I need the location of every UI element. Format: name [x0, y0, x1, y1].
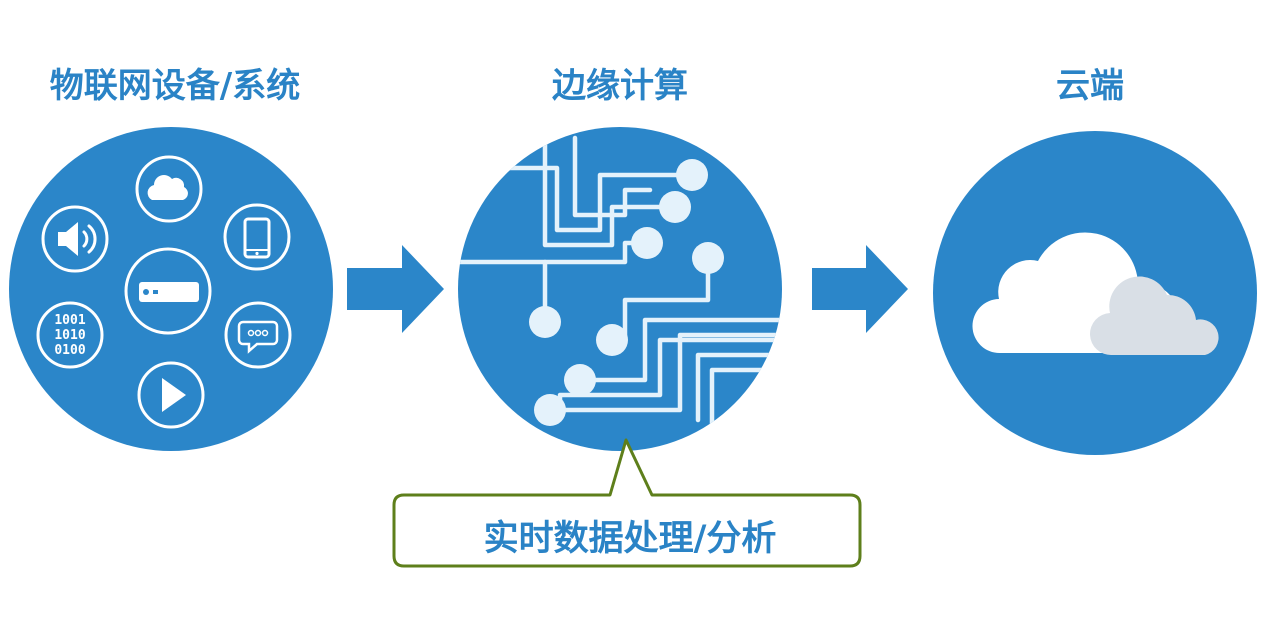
edge-circle	[458, 127, 782, 451]
binary-line-1: 1001	[54, 313, 85, 328]
play-icon	[137, 361, 205, 429]
callout-label: 实时数据处理/分析	[483, 519, 777, 559]
iot-devices-group: 1001 1010 0100	[9, 127, 333, 451]
cloud-platform-group	[933, 131, 1257, 455]
chat-bubble-icon	[224, 301, 292, 369]
arrow-right-icon	[812, 245, 908, 333]
callout-box	[392, 438, 862, 568]
router-icon	[124, 247, 212, 335]
cloud-title: 云端	[1056, 66, 1124, 106]
iot-title: 物联网设备/系统	[49, 66, 301, 106]
binary-icon: 1001 1010 0100	[36, 301, 104, 369]
binary-line-3: 0100	[54, 343, 85, 358]
edge-computing-title: 边缘计算	[552, 66, 688, 106]
circuit-nodes	[529, 159, 724, 426]
arrow-right-icon	[347, 245, 444, 333]
speaker-icon	[41, 205, 109, 273]
cloud-icon	[135, 155, 203, 223]
cloud-icon	[972, 232, 1219, 356]
binary-line-2: 1010	[54, 328, 85, 343]
edge-circuit-group	[458, 127, 782, 451]
smartphone-icon	[223, 203, 291, 271]
